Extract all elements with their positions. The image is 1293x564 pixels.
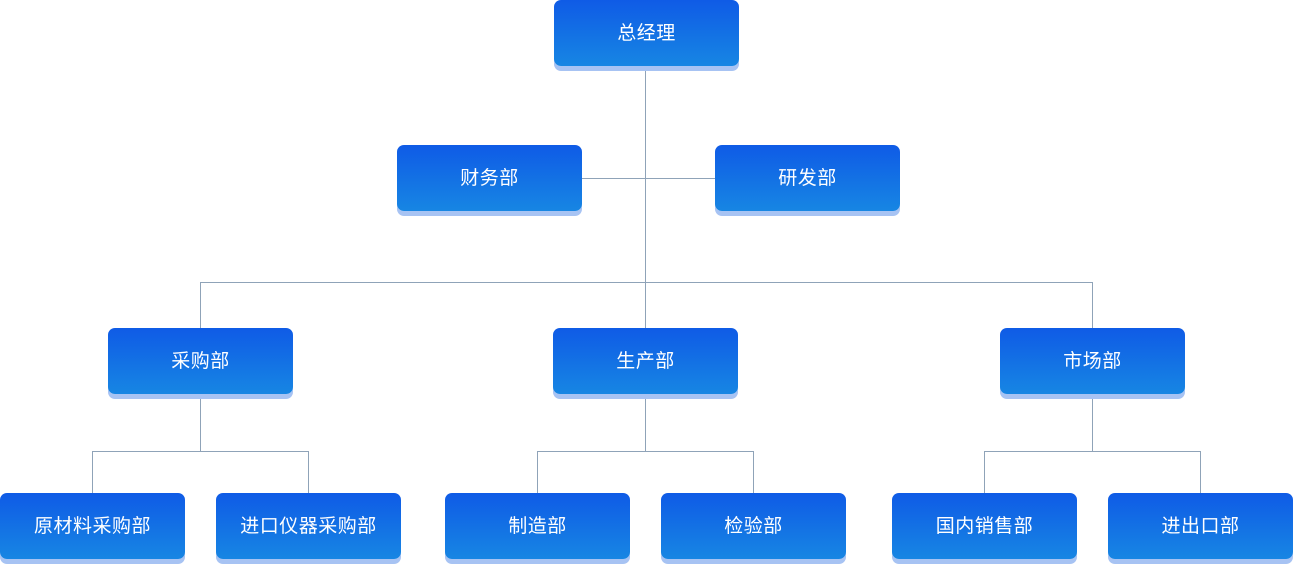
connector-domestic-sales [984, 451, 985, 493]
connector-root-trunk [645, 66, 646, 328]
connector-departments-bus [200, 282, 1093, 283]
connector-raw-materials [92, 451, 93, 493]
connector-production-down [645, 394, 646, 451]
node-general-manager[interactable]: 总经理 [554, 0, 739, 66]
node-inspection[interactable]: 检验部 [661, 493, 846, 559]
connector-manufacturing [537, 451, 538, 493]
node-manufacturing[interactable]: 制造部 [445, 493, 630, 559]
connector-to-marketing [1092, 282, 1093, 328]
connector-staff-left [582, 178, 645, 179]
node-marketing-dept[interactable]: 市场部 [1000, 328, 1185, 394]
connector-procurement-bus [92, 451, 309, 452]
node-raw-material-procurement[interactable]: 原材料采购部 [0, 493, 185, 559]
node-procurement-dept[interactable]: 采购部 [108, 328, 293, 394]
node-import-instrument-procurement[interactable]: 进口仪器采购部 [216, 493, 401, 559]
node-domestic-sales[interactable]: 国内销售部 [892, 493, 1077, 559]
connector-inspection [753, 451, 754, 493]
connector-to-procurement [200, 282, 201, 328]
node-rnd-dept[interactable]: 研发部 [715, 145, 900, 211]
connector-import-instruments [308, 451, 309, 493]
node-finance-dept[interactable]: 财务部 [397, 145, 582, 211]
node-import-export[interactable]: 进出口部 [1108, 493, 1293, 559]
connector-marketing-bus [984, 451, 1201, 452]
node-production-dept[interactable]: 生产部 [553, 328, 738, 394]
connector-staff-right [646, 178, 715, 179]
connector-import-export [1200, 451, 1201, 493]
connector-marketing-down [1092, 394, 1093, 451]
connector-procurement-down [200, 394, 201, 451]
connector-production-bus [537, 451, 754, 452]
